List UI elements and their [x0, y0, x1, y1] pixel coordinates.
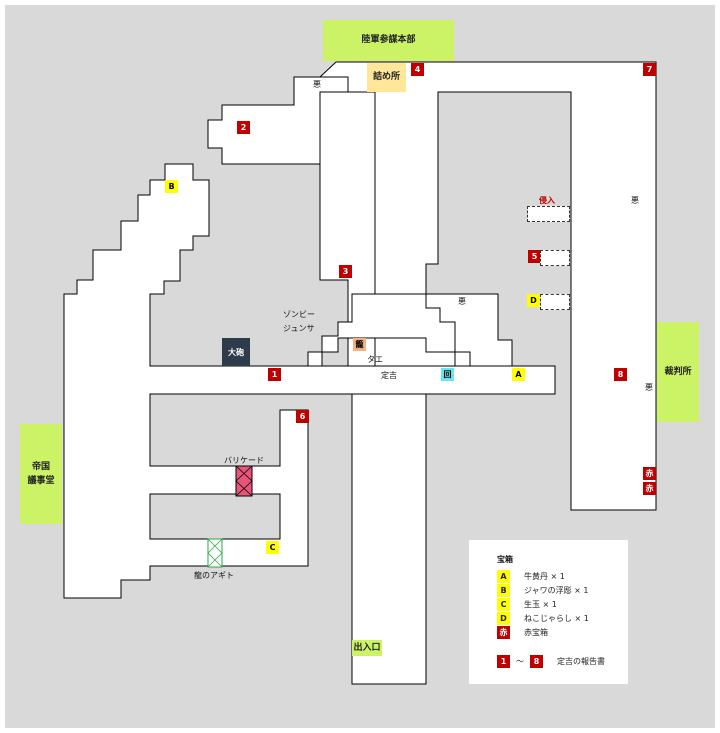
dashed-alcove — [540, 294, 570, 310]
aku-label: 悪 — [645, 383, 653, 392]
sadakichi-label: 定吉 — [381, 371, 397, 380]
legend-row: A 牛黄丹 × 1 — [497, 570, 565, 583]
intrusion-label: 侵入 — [539, 196, 555, 205]
report-marker[interactable]: 7 — [643, 63, 656, 76]
agito-label: 龍のアギト — [194, 571, 234, 580]
barricade-marker — [235, 465, 253, 497]
legend-text: 牛黄丹 × 1 — [524, 572, 565, 581]
kago-tile[interactable]: 籠 — [353, 338, 366, 351]
aku-label: 悪 — [631, 196, 639, 205]
report-marker[interactable]: 3 — [339, 265, 352, 278]
legend-swatch: B — [497, 584, 510, 597]
zone-entrance[interactable]: 出入口 — [352, 640, 382, 656]
legend-row: C 生玉 × 1 — [497, 598, 557, 611]
legend-swatch: 赤 — [497, 626, 510, 639]
recovery-tile[interactable]: 回 — [441, 368, 454, 381]
report-marker[interactable]: 8 — [614, 368, 627, 381]
dashed-alcove — [540, 250, 570, 266]
report-marker[interactable]: 4 — [411, 63, 424, 76]
legend-text: ジャワの浮彫 × 1 — [524, 586, 589, 595]
legend-tilde: ～ — [516, 657, 524, 666]
dashed-alcove — [527, 206, 570, 222]
zone-court[interactable]: 裁判所 — [657, 322, 699, 422]
aku-label: 悪 — [313, 80, 321, 89]
tae-label: タエ — [367, 355, 383, 364]
report-marker[interactable]: 6 — [296, 410, 309, 423]
legend-row: B ジャワの浮彫 × 1 — [497, 584, 588, 597]
legend-text: 定吉の報告書 — [557, 657, 605, 666]
corridors — [63, 61, 657, 685]
zombie-label: ジュンサ — [283, 324, 315, 333]
red-chest[interactable]: 赤 — [643, 482, 656, 495]
legend-swatch: 8 — [530, 655, 543, 668]
cannon-tile[interactable]: 大砲 — [222, 338, 250, 366]
zone-guardpost[interactable]: 詰め所 — [367, 63, 406, 92]
legend-title: 宝箱 — [497, 555, 513, 564]
red-chest[interactable]: 赤 — [643, 467, 656, 480]
legend-swatch: 1 — [497, 655, 510, 668]
aku-label: 悪 — [458, 297, 466, 306]
chest-d[interactable]: D — [527, 294, 540, 307]
agito-marker — [207, 538, 223, 568]
chest-c[interactable]: C — [266, 541, 279, 554]
report-marker[interactable]: 2 — [237, 121, 250, 134]
legend-text: 赤宝箱 — [524, 628, 548, 637]
legend-swatch: A — [497, 570, 510, 583]
zombie-label: ゾンビー — [283, 310, 315, 319]
report-marker[interactable]: 5 — [528, 250, 541, 263]
legend-row: D ねこじゃらし × 1 — [497, 612, 589, 625]
legend-swatch: D — [497, 612, 510, 625]
chest-a[interactable]: A — [512, 368, 525, 381]
chest-b[interactable]: B — [165, 180, 178, 193]
report-marker[interactable]: 1 — [268, 368, 281, 381]
legend-range-row: 1 ～ 8 定吉の報告書 — [497, 655, 605, 668]
legend-text: ねこじゃらし × 1 — [524, 614, 589, 623]
zone-diet[interactable]: 帝国 議事堂 — [20, 424, 62, 524]
barricade-label: バリケード — [224, 456, 264, 465]
legend-swatch: C — [497, 598, 510, 611]
zone-hq[interactable]: 陸軍参謀本部 — [323, 20, 454, 61]
legend: 宝箱 A 牛黄丹 × 1 B ジャワの浮彫 × 1 C 生玉 × 1 D ねこじ… — [469, 540, 628, 684]
legend-text: 生玉 × 1 — [524, 600, 557, 609]
legend-row: 赤 赤宝箱 — [497, 626, 548, 639]
